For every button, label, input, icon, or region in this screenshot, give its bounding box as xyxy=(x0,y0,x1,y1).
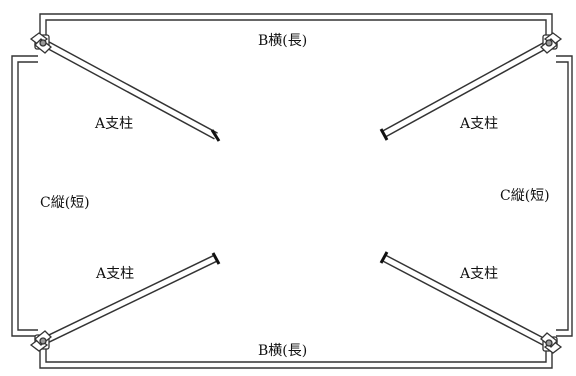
c-vertical-right xyxy=(556,55,573,337)
a-strut-bottom-right xyxy=(379,251,550,348)
corner-joint-icon xyxy=(29,330,52,352)
label-a-top-left: A支柱 xyxy=(95,116,134,132)
a-strut-top-left xyxy=(44,40,221,142)
a-strut-top-right xyxy=(379,40,550,141)
c-vertical-left xyxy=(11,55,38,337)
corner-joint-icon xyxy=(540,332,563,354)
label-a-bottom-right: A支柱 xyxy=(460,266,499,282)
label-a-top-right: A支柱 xyxy=(460,116,499,132)
corner-joint-icon xyxy=(540,32,563,54)
label-b-top: B横(長) xyxy=(258,33,308,49)
label-a-bottom-left: A支柱 xyxy=(96,266,135,282)
label-c-left: C縦(短) xyxy=(40,195,90,211)
label-c-right: C縦(短) xyxy=(500,188,550,204)
b-horizontal-top xyxy=(39,13,553,40)
label-b-bottom: B横(長) xyxy=(258,343,308,359)
corner-joint-icon xyxy=(29,32,52,54)
b-horizontal-bottom xyxy=(39,342,553,369)
a-strut-bottom-left xyxy=(44,252,221,344)
